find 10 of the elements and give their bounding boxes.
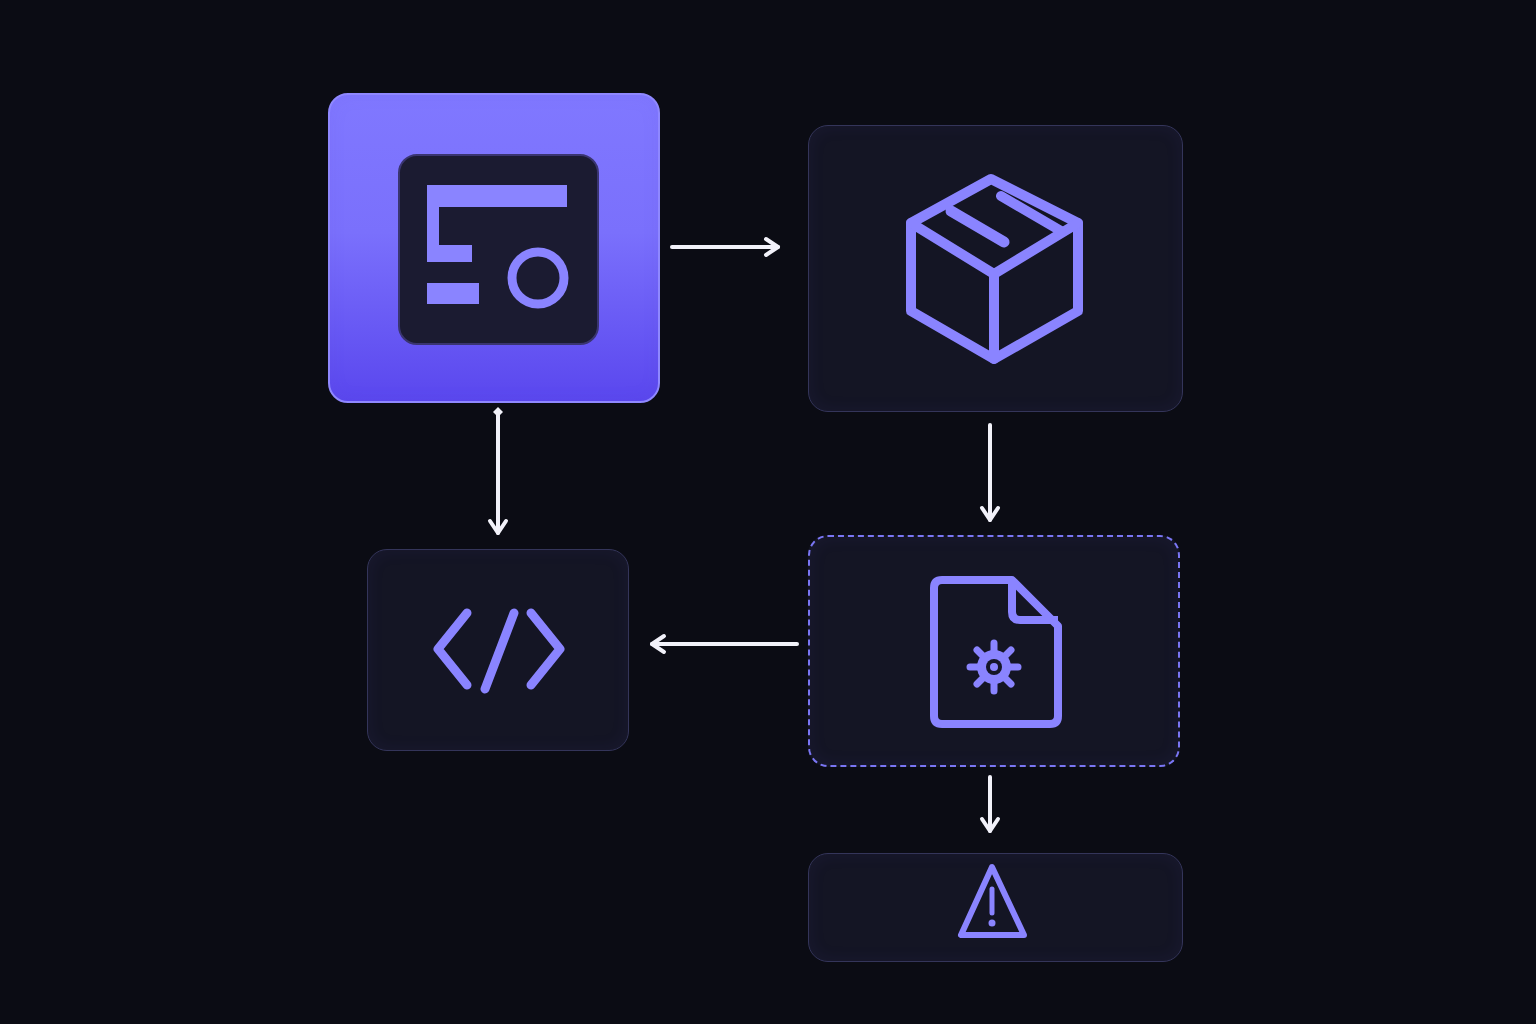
arrow xyxy=(980,423,1000,522)
accent-card xyxy=(328,93,660,403)
arrow xyxy=(650,634,799,654)
process-box xyxy=(367,549,629,751)
process-box xyxy=(808,125,1183,412)
arrow xyxy=(980,775,1000,833)
process-box xyxy=(808,853,1183,962)
arrow xyxy=(670,237,780,257)
dashed-box xyxy=(808,535,1180,767)
arrow xyxy=(488,407,508,535)
